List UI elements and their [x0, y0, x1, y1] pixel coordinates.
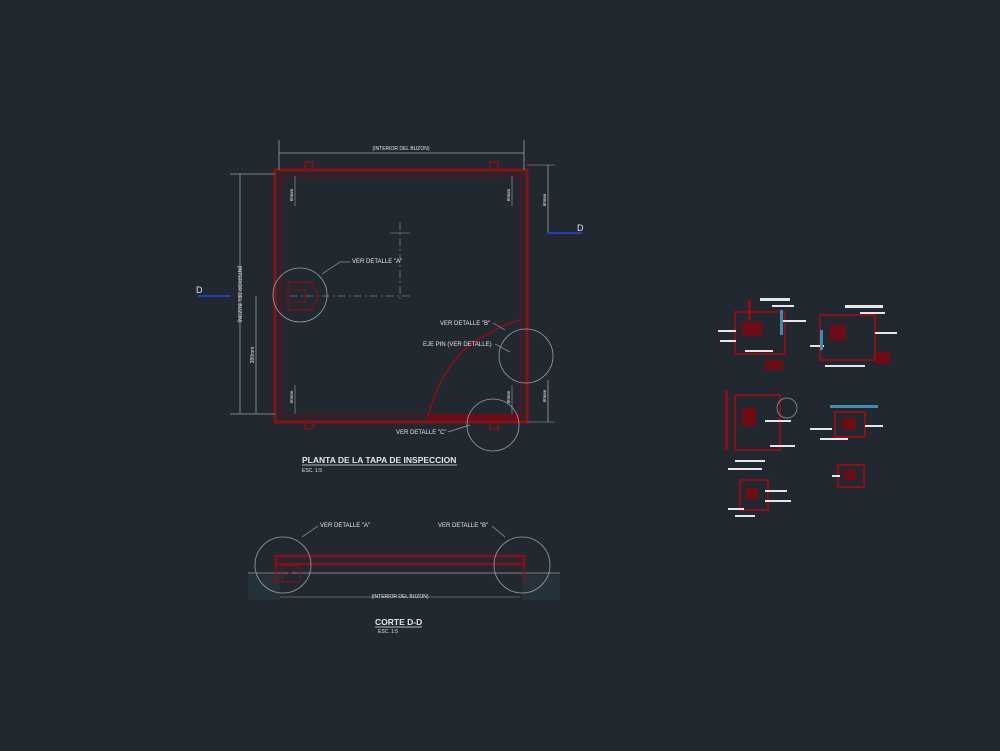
detail-thumb-4: [810, 405, 883, 440]
plan-frame-outer: [273, 168, 529, 424]
section-detail-a-circle: [254, 536, 312, 594]
plan-tab-top-right: [489, 161, 499, 171]
section-ground-right: [522, 575, 560, 600]
detail-thumb-2: [810, 305, 897, 367]
detail-thumb-6: [728, 479, 791, 517]
plan-title: PLANTA DE LA TAPA DE INSPECCION: [302, 455, 456, 465]
detail-thumbnails: [718, 298, 897, 517]
plan-detail-c-circle: [466, 398, 520, 452]
plan-dim-small-4: 60mm: [506, 391, 511, 404]
detail-thumb-5: [832, 464, 865, 488]
plan-detail-a-shape: [287, 281, 319, 311]
plan-callout-b: VER DETALLE "B": [440, 321, 490, 327]
plan-dim-right-bottom: 60mm: [542, 390, 547, 403]
plan-hinge-strip: [428, 414, 520, 420]
section-lid: [274, 554, 526, 566]
section-callout-a: VER DETALLE "A": [320, 523, 370, 529]
plan-tab-bottom-right: [489, 421, 499, 430]
section-ground-left: [248, 575, 280, 600]
plan-tab-top-left: [304, 161, 314, 171]
section-dim-bottom: (INTERIOR DEL BUZON): [371, 594, 428, 600]
section-title: CORTE D-D: [375, 617, 422, 627]
plan-dim-small-3: 60mm: [289, 391, 294, 404]
plan-detail-b-circle: [498, 328, 554, 384]
plan-callout-a: VER DETALLE "A": [352, 259, 402, 265]
section-marker-right: D: [577, 223, 584, 233]
plan-handle-curve: [427, 319, 521, 417]
plan-scale: ESC. 1:5: [302, 468, 322, 474]
section-marker-left: D: [196, 285, 203, 295]
section-callout-b: VER DETALLE "B": [438, 523, 488, 529]
plan-dim-right-top: 60mm: [542, 194, 547, 207]
plan-dim-top: (INTERIOR DEL BUZON): [372, 146, 429, 152]
plan-tab-bottom-left: [304, 421, 314, 430]
plan-dim-small-1: 60mm: [289, 189, 294, 202]
detail-thumb-3: [725, 390, 798, 470]
plan-callout-c: VER DETALLE "C": [396, 430, 447, 436]
plan-detail-a-circle: [272, 267, 328, 323]
plan-dim-small-2: 60mm: [506, 189, 511, 202]
plan-dim-left: (INTERIOR DEL BUZON): [236, 265, 242, 322]
section-detail-b-circle: [493, 536, 551, 594]
plan-callout-pin: EJE PIN (VER DETALLE): [423, 342, 492, 348]
detail-thumb-1: [718, 298, 806, 370]
section-scale: ESC. 1:5: [378, 629, 398, 635]
section-view: VER DETALLE "A" VER DETALLE "B" (INTERIO…: [248, 523, 560, 635]
plan-view: (INTERIOR DEL BUZON) (INTERIOR DEL BUZON…: [196, 140, 584, 474]
plan-dim-left-lower: 380mm: [250, 347, 256, 364]
plan-frame-inner: [280, 175, 522, 417]
